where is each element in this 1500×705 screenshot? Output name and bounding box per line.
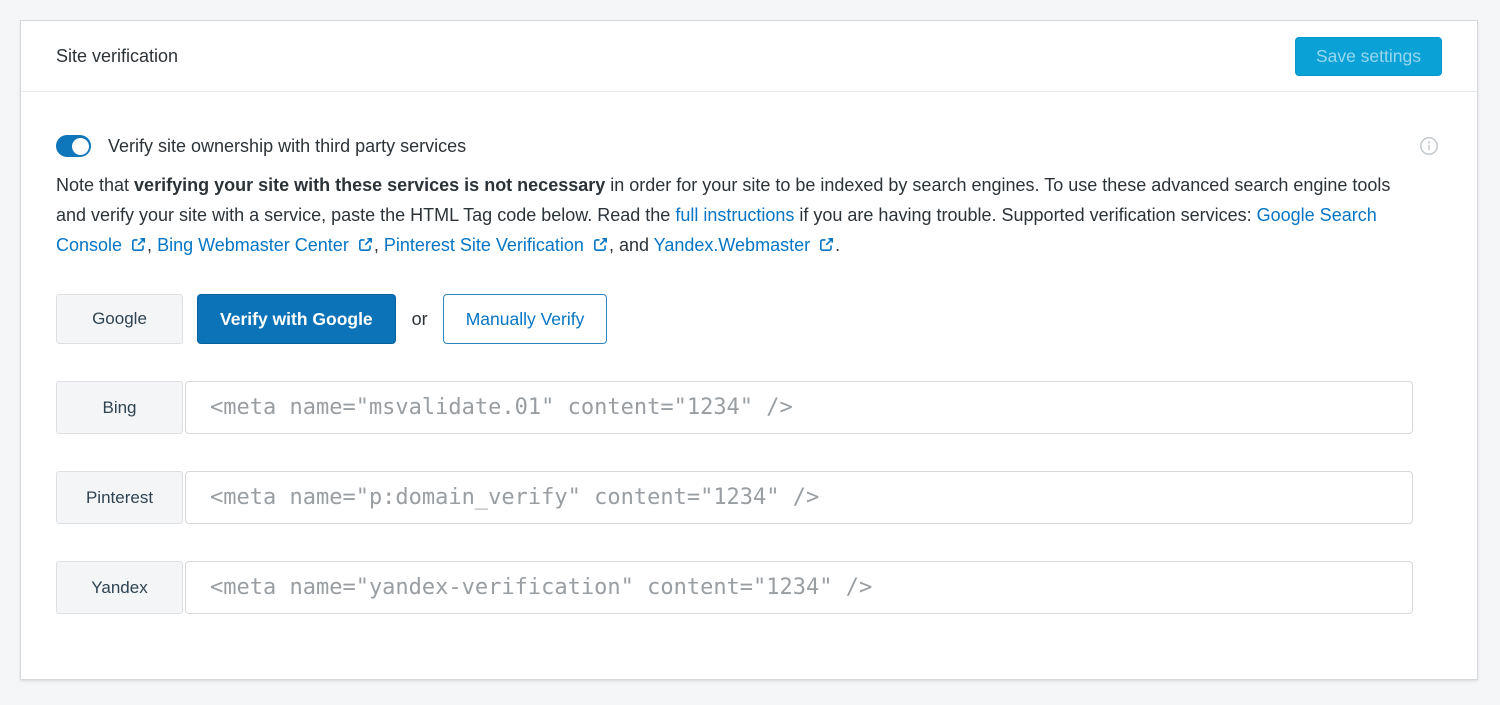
yandex-verification-row: Yandex (56, 561, 1413, 614)
separator: , and (608, 235, 654, 255)
separator: , (147, 235, 158, 255)
google-verification-row: Google Verify with Google or Manually Ve… (56, 294, 1430, 344)
description-after-bold: in order for your site to be indexed by … (56, 175, 1391, 225)
description-period: . (835, 235, 841, 255)
toggle-row: Verify site ownership with third party s… (56, 135, 1430, 157)
pinterest-verification-row: Pinterest (56, 471, 1413, 524)
info-icon-glyph (1420, 137, 1438, 155)
description-text: Note that verifying your site with these… (56, 170, 1404, 260)
card-body: Verify site ownership with third party s… (21, 92, 1477, 614)
site-verification-card: Site verification Save settings Verify s… (20, 20, 1478, 680)
service-link-label: Pinterest Site Verification (383, 235, 584, 255)
external-link-icon (358, 238, 372, 251)
verify-with-google-button[interactable]: Verify with Google (197, 294, 396, 344)
bing-verification-row: Bing (56, 381, 1413, 434)
bing-webmaster-center-link[interactable]: Bing Webmaster Center (157, 235, 374, 255)
site-verification-toggle[interactable] (56, 135, 91, 157)
service-link-label: Bing Webmaster Center (157, 235, 349, 255)
pinterest-label: Pinterest (56, 471, 183, 524)
pinterest-site-verification-link[interactable]: Pinterest Site Verification (384, 235, 609, 255)
google-label: Google (56, 294, 183, 344)
toggle-label: Verify site ownership with third party s… (108, 135, 467, 156)
full-instructions-link[interactable]: full instructions (675, 205, 795, 225)
bing-verification-input[interactable] (185, 381, 1413, 434)
external-link-icon (820, 238, 834, 251)
description-prefix: Note that (56, 175, 135, 195)
description-bold: verifying your site with these services … (134, 175, 606, 195)
yandex-webmaster-link[interactable]: Yandex.Webmaster (654, 235, 835, 255)
or-text: or (411, 308, 428, 329)
toggle-knob (71, 137, 89, 155)
yandex-label: Yandex (56, 561, 183, 614)
yandex-verification-input[interactable] (185, 561, 1413, 614)
save-settings-button[interactable]: Save settings (1294, 36, 1442, 76)
bing-label: Bing (56, 381, 183, 434)
card-header: Site verification Save settings (21, 21, 1477, 92)
service-link-label: Google Search Console (56, 205, 1377, 255)
google-search-console-link[interactable]: Google Search Console (56, 205, 1377, 255)
external-link-icon (593, 238, 607, 251)
external-link-icon (132, 238, 146, 251)
manually-verify-button[interactable]: Manually Verify (442, 294, 608, 344)
separator: , (373, 235, 384, 255)
pinterest-verification-input[interactable] (185, 471, 1413, 524)
info-icon[interactable] (1419, 136, 1439, 156)
description-after-instructions: if you are having trouble. Supported ver… (794, 205, 1257, 225)
page-title: Site verification (56, 45, 179, 66)
service-link-label: Yandex.Webmaster (653, 235, 811, 255)
